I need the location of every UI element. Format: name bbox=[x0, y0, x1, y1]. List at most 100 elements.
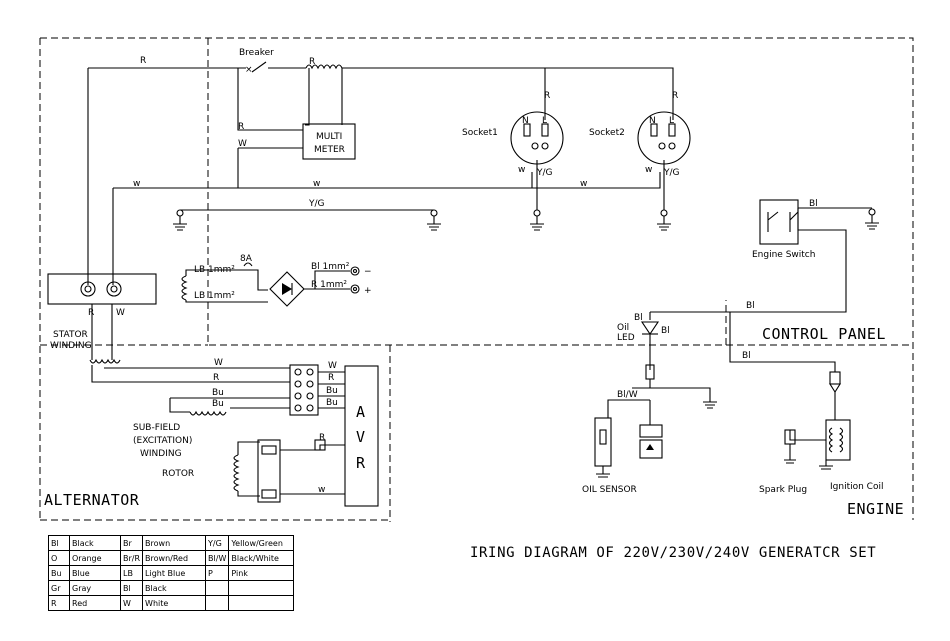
wire-tag: Bl bbox=[661, 326, 670, 336]
legend-code: P bbox=[205, 565, 230, 581]
wire-tag: Bu bbox=[326, 386, 338, 396]
wire-tag: W bbox=[328, 361, 337, 371]
wire-tag: Bu bbox=[212, 399, 224, 409]
wire-tag: Bl bbox=[634, 313, 643, 323]
lb-label-bottom: LB 1mm² bbox=[194, 291, 235, 301]
spark-plug-label: Spark Plug bbox=[759, 485, 807, 495]
wire-tag: Y/G bbox=[308, 199, 325, 209]
wire-tag: w bbox=[318, 485, 325, 495]
legend-color-name: Black bbox=[142, 580, 207, 596]
diagram-title: IRING DIAGRAM OF 220V/230V/240V GENERATC… bbox=[470, 545, 876, 561]
stator-label-1: STATOR bbox=[53, 330, 88, 340]
multimeter-label-1: MULTI bbox=[316, 132, 342, 142]
wire-tag: R bbox=[238, 122, 244, 132]
wire-tag: N bbox=[649, 116, 656, 126]
breaker-label: Breaker bbox=[239, 48, 274, 58]
main-wiring: × bbox=[87, 61, 879, 285]
oil-led-label-2: LED bbox=[617, 333, 635, 343]
boundary-lines bbox=[39, 37, 914, 522]
legend-code: Bu bbox=[48, 565, 70, 581]
legend-code: Bl bbox=[48, 535, 70, 551]
rotor-label: ROTOR bbox=[162, 469, 194, 479]
legend-color-name: Black/White bbox=[228, 550, 295, 566]
wire-tag: w bbox=[645, 165, 652, 175]
fuse-label: 8A bbox=[240, 254, 253, 264]
wire-tag: R bbox=[213, 373, 219, 383]
oil-led-label-1: Oil bbox=[617, 323, 629, 333]
legend-code: Bl/W bbox=[205, 550, 230, 566]
legend-color-name: Black bbox=[69, 535, 121, 551]
wire-tag: W bbox=[238, 139, 247, 149]
wire-tag: Bl/W bbox=[617, 390, 638, 400]
multimeter-box bbox=[302, 123, 356, 160]
legend-code: Gr bbox=[48, 580, 70, 596]
lb-label-top: LB 1mm² bbox=[194, 265, 235, 275]
wire-tag: N bbox=[522, 116, 529, 126]
wire-tag: R bbox=[140, 56, 146, 66]
wire-tag: Bl bbox=[809, 199, 818, 209]
engine-switch-label: Engine Switch bbox=[752, 250, 815, 260]
engine-label: ENGINE bbox=[847, 500, 904, 518]
legend-color-name: Gray bbox=[69, 580, 121, 596]
wire-tag: w bbox=[580, 179, 587, 189]
wire-tag: W bbox=[214, 358, 223, 368]
wire-tag: Bl bbox=[746, 301, 755, 311]
avr-letter-a: A bbox=[356, 403, 366, 421]
stator-terminal-block bbox=[47, 273, 290, 383]
socket2-label: Socket2 bbox=[589, 128, 625, 138]
wire-tag: L bbox=[669, 116, 674, 126]
engine-circuit bbox=[594, 199, 872, 478]
wire-tag: Y/G bbox=[536, 168, 553, 178]
legend-color-name: Light Blue bbox=[142, 565, 207, 581]
wire-tag: R bbox=[328, 373, 334, 383]
avr-letter-v: V bbox=[356, 428, 366, 446]
wire-tag: W bbox=[116, 308, 125, 318]
wire-tag: Bu bbox=[212, 388, 224, 398]
wire-tag: Y/G bbox=[663, 168, 680, 178]
legend-color-name: Blue bbox=[69, 565, 121, 581]
alternator-label: ALTERNATOR bbox=[44, 491, 140, 509]
legend-color-name bbox=[228, 580, 295, 596]
multimeter-label-2: METER bbox=[314, 145, 345, 155]
legend-code: Y/G bbox=[205, 535, 230, 551]
stator-label-2: WINDING bbox=[50, 341, 92, 351]
legend-code: Br bbox=[119, 535, 144, 551]
wire-tag: R bbox=[319, 433, 325, 443]
legend-code: W bbox=[119, 595, 144, 611]
socket1-label: Socket1 bbox=[462, 128, 498, 138]
minus-terminal: − bbox=[364, 267, 372, 277]
legend-code: O bbox=[48, 550, 70, 566]
wire-tag: w bbox=[518, 165, 525, 175]
legend-code: Bl bbox=[119, 580, 144, 596]
subfield-label-3: WINDING bbox=[140, 449, 182, 459]
legend-color-name: Yellow/Green bbox=[228, 535, 295, 551]
ignition-coil-label: Ignition Coil bbox=[830, 482, 883, 492]
text-labels: Breaker MULTI METER Socket1 Socket2 R R … bbox=[44, 48, 904, 561]
legend-code bbox=[205, 595, 230, 611]
avr-block bbox=[169, 364, 379, 507]
oil-sensor-label: OIL SENSOR bbox=[582, 485, 637, 495]
legend-code: LB bbox=[119, 565, 144, 581]
wire-tag: R bbox=[309, 57, 315, 67]
control-panel-label: CONTROL PANEL bbox=[762, 325, 886, 343]
wire-tag: R bbox=[672, 91, 678, 101]
legend-code: R bbox=[48, 595, 70, 611]
legend-code: Br/R bbox=[119, 550, 144, 566]
wire-tag: R bbox=[88, 308, 94, 318]
subfield-label-2: (EXCITATION) bbox=[133, 436, 192, 446]
svg-text:×: × bbox=[245, 65, 253, 75]
wire-tag: w bbox=[313, 179, 320, 189]
wire-tag: L bbox=[542, 116, 547, 126]
avr-letter-r: R bbox=[356, 454, 366, 472]
legend-color-name: Pink bbox=[228, 565, 295, 581]
legend-color-name bbox=[228, 595, 295, 611]
subfield-label-1: SUB-FIELD bbox=[133, 423, 180, 433]
